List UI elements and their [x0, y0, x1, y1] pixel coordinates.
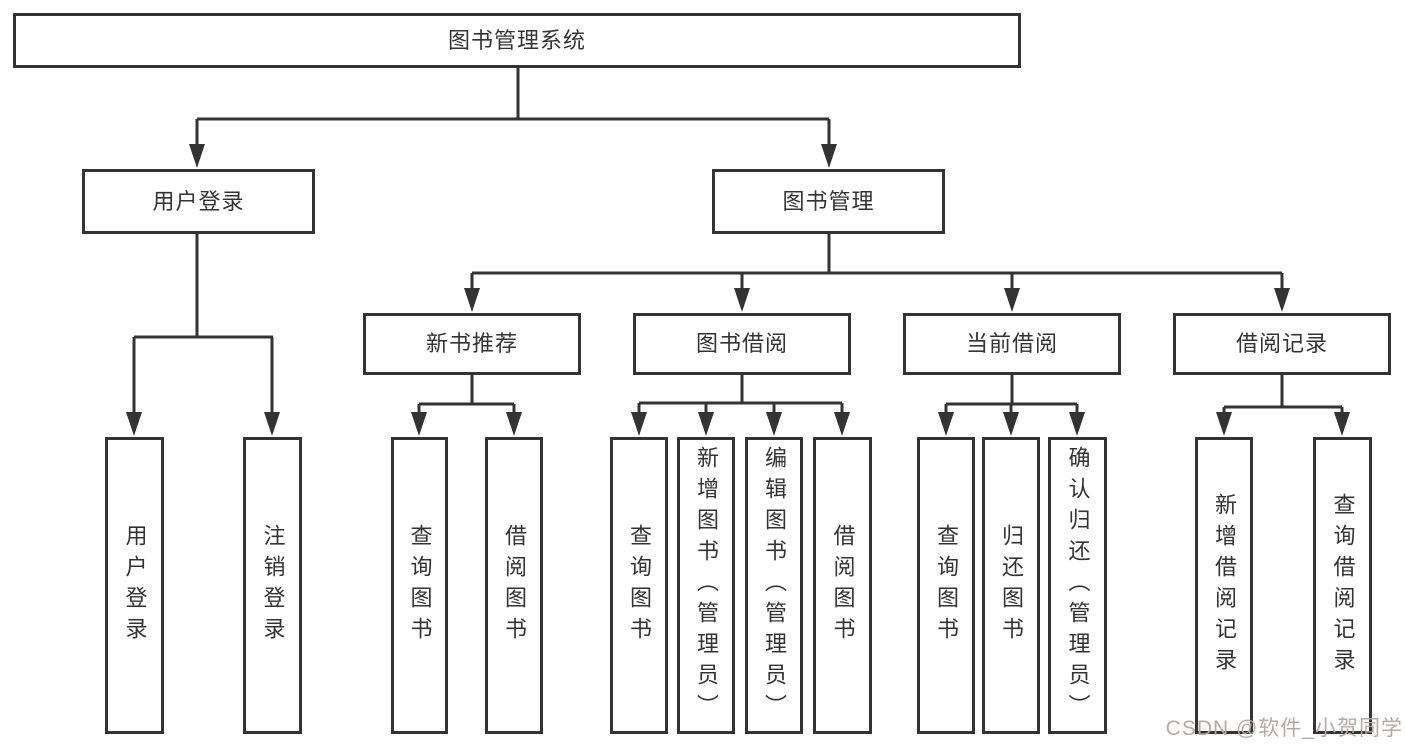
leaf-edit-books-admin-label: 编辑图书（管理员） — [762, 446, 787, 725]
arrow-icon — [698, 412, 714, 436]
leaf-query-books-borrowing: 查询图书 — [610, 437, 668, 734]
connector-user-login-branch — [132, 234, 274, 418]
node-root: 图书管理系统 — [13, 13, 1021, 68]
node-new-book-recommendation: 新书推荐 — [363, 313, 581, 375]
arrow-icon — [506, 412, 522, 436]
leaf-query-books-current: 查询图书 — [917, 437, 975, 734]
node-book-borrowing-label: 图书借阅 — [695, 331, 788, 356]
leaf-return-books: 归还图书 — [982, 437, 1040, 734]
node-current-borrowing: 当前借阅 — [903, 313, 1121, 375]
leaf-user-login: 用户登录 — [105, 437, 164, 734]
csdn-watermark: CSDN @软件_小贺同学 — [1165, 717, 1403, 740]
node-new-book-recommendation-label: 新书推荐 — [425, 331, 518, 356]
leaf-query-borrow-record: 查询借阅记录 — [1313, 437, 1372, 734]
connector-recommend-branch — [417, 374, 516, 418]
node-book-management: 图书管理 — [712, 169, 945, 234]
node-borrowing-records: 借阅记录 — [1173, 313, 1391, 375]
arrow-icon — [821, 144, 837, 168]
leaf-borrow-books-recommend: 借阅图书 — [485, 437, 543, 734]
leaf-add-books-admin: 新增图书（管理员） — [677, 437, 735, 734]
leaf-user-login-label: 用户登录 — [122, 523, 148, 648]
leaf-query-books-borrowing-label: 查询图书 — [627, 523, 652, 648]
connector-records-branch — [1222, 374, 1344, 418]
leaf-borrow-books-borrowing-label: 借阅图书 — [830, 523, 856, 648]
arrow-icon — [1004, 288, 1020, 312]
node-book-management-label: 图书管理 — [782, 188, 875, 214]
arrow-icon — [631, 412, 647, 436]
leaf-borrow-books-recommend-label: 借阅图书 — [502, 523, 527, 648]
arrow-icon — [734, 288, 750, 312]
arrow-icon — [1003, 412, 1019, 436]
node-book-borrowing: 图书借阅 — [633, 313, 851, 375]
leaf-add-borrow-record-label: 新增借阅记录 — [1212, 492, 1237, 679]
arrow-icon — [834, 412, 850, 436]
connector-current-branch — [944, 374, 1079, 418]
connector-arrowheads — [126, 144, 1350, 436]
leaf-query-borrow-record-label: 查询借阅记录 — [1330, 492, 1356, 679]
leaf-query-books-recommend: 查询图书 — [391, 437, 448, 734]
node-borrowing-records-label: 借阅记录 — [1235, 331, 1328, 356]
leaf-logout-label: 注销登录 — [260, 523, 286, 648]
arrow-icon — [411, 412, 427, 436]
leaf-edit-books-admin: 编辑图书（管理员） — [745, 437, 803, 734]
node-user-login-label: 用户登录 — [152, 188, 245, 214]
leaf-return-books-label: 归还图书 — [999, 523, 1024, 648]
arrow-icon — [766, 412, 782, 436]
connector-root-to-level1 — [195, 68, 831, 148]
connector-book-mgmt-branch — [470, 234, 1284, 294]
node-user-login: 用户登录 — [82, 169, 315, 234]
node-root-label: 图书管理系统 — [447, 27, 586, 53]
arrow-icon — [1274, 288, 1290, 312]
leaf-add-books-admin-label: 新增图书（管理员） — [694, 446, 719, 725]
leaf-confirm-return-admin-label: 确认归还（管理员） — [1065, 446, 1091, 725]
arrow-icon — [264, 412, 280, 436]
arrow-icon — [1216, 412, 1232, 436]
leaf-confirm-return-admin: 确认归还（管理员） — [1048, 437, 1107, 734]
node-current-borrowing-label: 当前借阅 — [965, 331, 1058, 356]
leaf-borrow-books-borrowing: 借阅图书 — [813, 437, 872, 734]
connector-borrowing-branch — [637, 374, 844, 418]
leaf-query-books-current-label: 查询图书 — [934, 523, 959, 648]
arrow-icon — [1334, 412, 1350, 436]
arrow-icon — [464, 288, 480, 312]
leaf-logout: 注销登录 — [243, 437, 302, 734]
arrow-icon — [126, 412, 142, 436]
arrow-icon — [189, 144, 205, 168]
leaf-add-borrow-record: 新增借阅记录 — [1195, 437, 1253, 734]
leaf-query-books-recommend-label: 查询图书 — [407, 523, 433, 648]
arrow-icon — [1069, 412, 1085, 436]
arrow-icon — [938, 412, 954, 436]
connector-lines — [132, 68, 1344, 418]
